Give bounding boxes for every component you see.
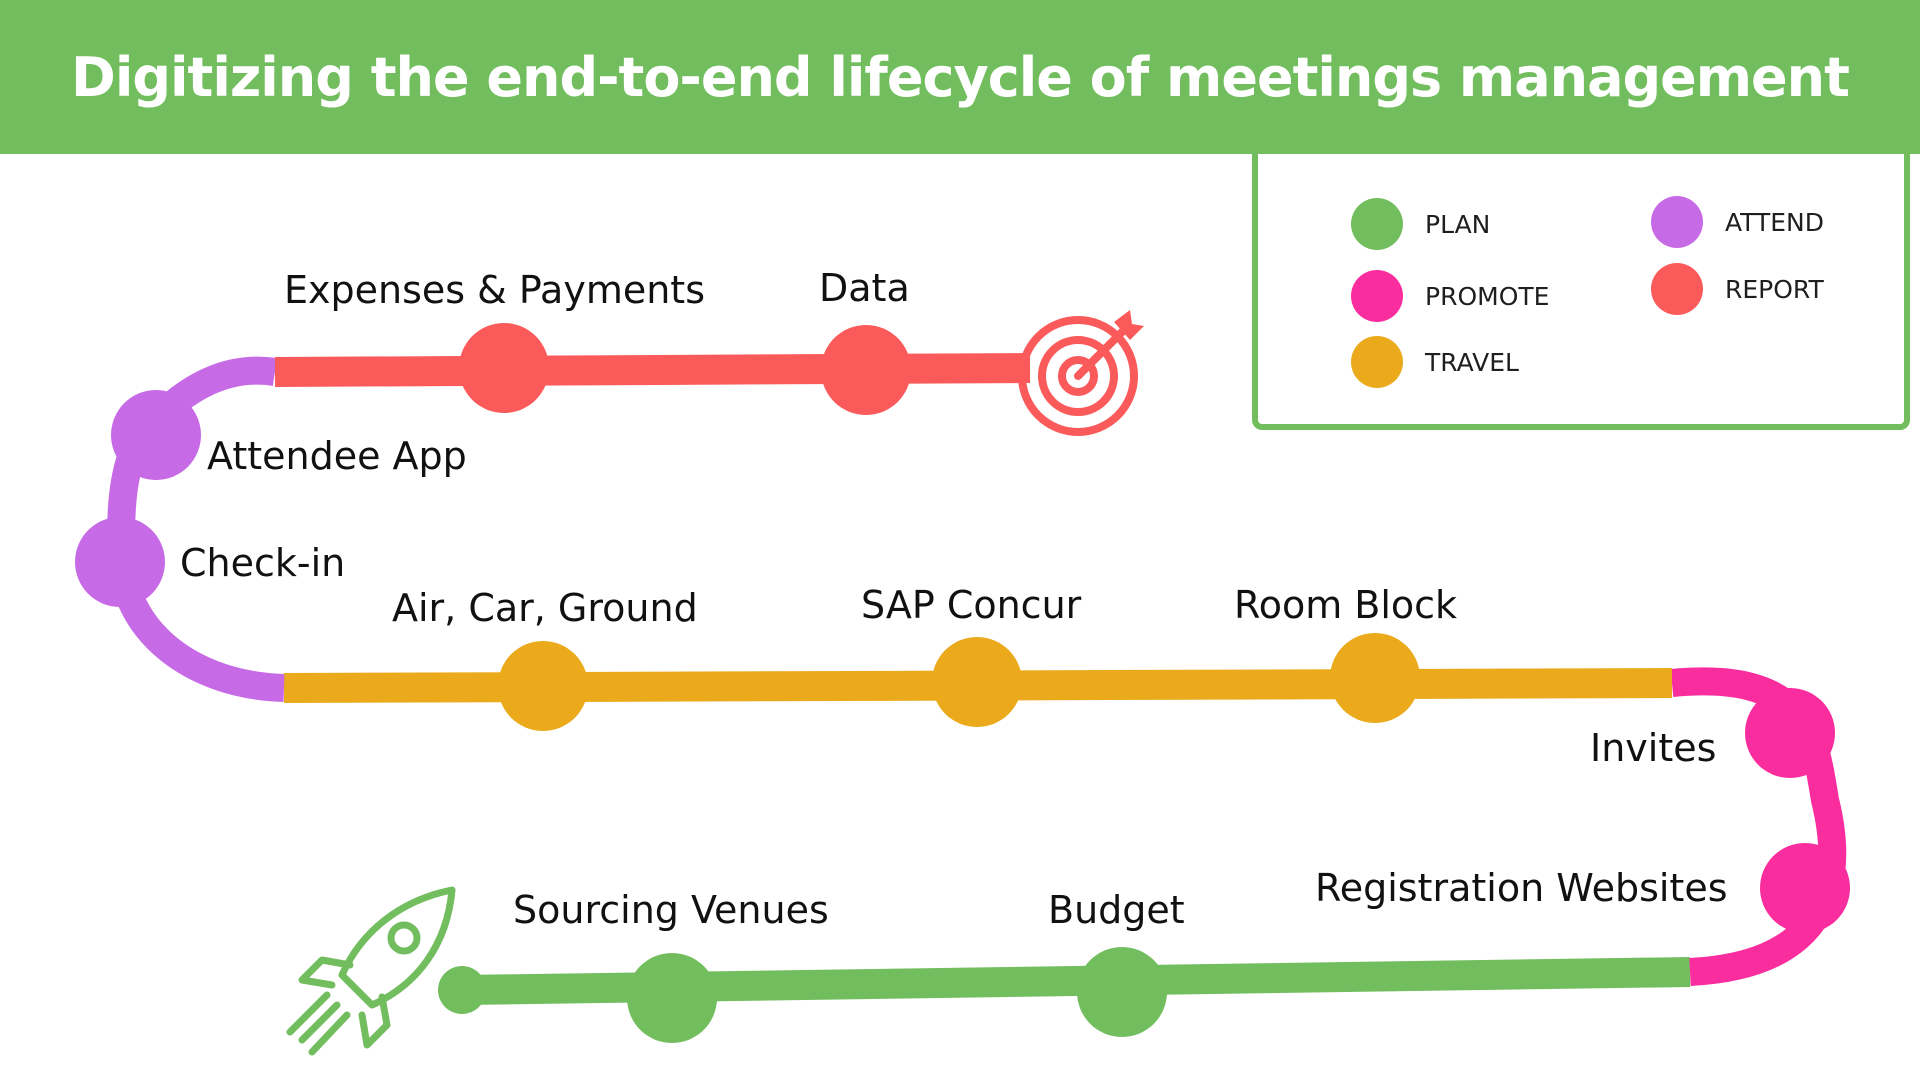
label-invites: Invites: [1590, 726, 1717, 770]
page-title: Digitizing the end-to-end lifecycle of m…: [71, 45, 1850, 109]
legend-dot-attend: [1651, 196, 1703, 248]
legend-label-report: REPORT: [1725, 274, 1824, 304]
legend-item-plan: PLAN: [1351, 198, 1490, 250]
label-registration-websites: Registration Websites: [1315, 866, 1728, 910]
header-banner: Digitizing the end-to-end lifecycle of m…: [0, 0, 1920, 154]
path-start-cap: [438, 966, 486, 1014]
label-budget: Budget: [1048, 888, 1185, 932]
legend-item-promote: PROMOTE: [1351, 270, 1549, 322]
node-data: [821, 325, 911, 415]
target-icon: [1018, 310, 1144, 436]
label-sap-concur: SAP Concur: [861, 583, 1082, 627]
label-sourcing-venues: Sourcing Venues: [513, 888, 829, 932]
label-attendee-app: Attendee App: [207, 434, 467, 478]
node-sap-concur: [932, 637, 1022, 727]
label-room-block: Room Block: [1234, 583, 1458, 627]
node-budget: [1077, 947, 1167, 1037]
legend-item-attend: ATTEND: [1651, 196, 1824, 248]
label-data: Data: [819, 266, 910, 310]
node-attendee-app: [111, 390, 201, 480]
node-air-car-ground: [498, 641, 588, 731]
legend-dot-promote: [1351, 270, 1403, 322]
legend-item-report: REPORT: [1651, 263, 1824, 315]
node-room-block: [1330, 633, 1420, 723]
legend-label-promote: PROMOTE: [1425, 281, 1550, 311]
path-attend: [107, 356, 285, 702]
legend-label-travel: TRAVEL: [1425, 347, 1519, 377]
node-registration-websites: [1760, 843, 1850, 933]
node-expenses-payments: [459, 323, 549, 413]
node-sourcing-venues: [627, 953, 717, 1043]
legend-label-plan: PLAN: [1425, 209, 1491, 239]
legend: PLAN PROMOTE TRAVEL ATTEND REPORT: [1252, 154, 1910, 430]
node-check-in: [75, 517, 165, 607]
rocket-icon: [286, 886, 456, 1056]
label-check-in: Check-in: [180, 541, 346, 585]
node-invites: [1745, 688, 1835, 778]
legend-dot-report: [1651, 263, 1703, 315]
label-air-car-ground: Air, Car, Ground: [392, 586, 698, 630]
legend-dot-plan: [1351, 198, 1403, 250]
path-report: [274, 353, 1031, 387]
legend-item-travel: TRAVEL: [1351, 336, 1519, 388]
legend-dot-travel: [1351, 336, 1403, 388]
legend-label-attend: ATTEND: [1725, 207, 1825, 237]
label-expenses-payments: Expenses & Payments: [284, 268, 706, 312]
